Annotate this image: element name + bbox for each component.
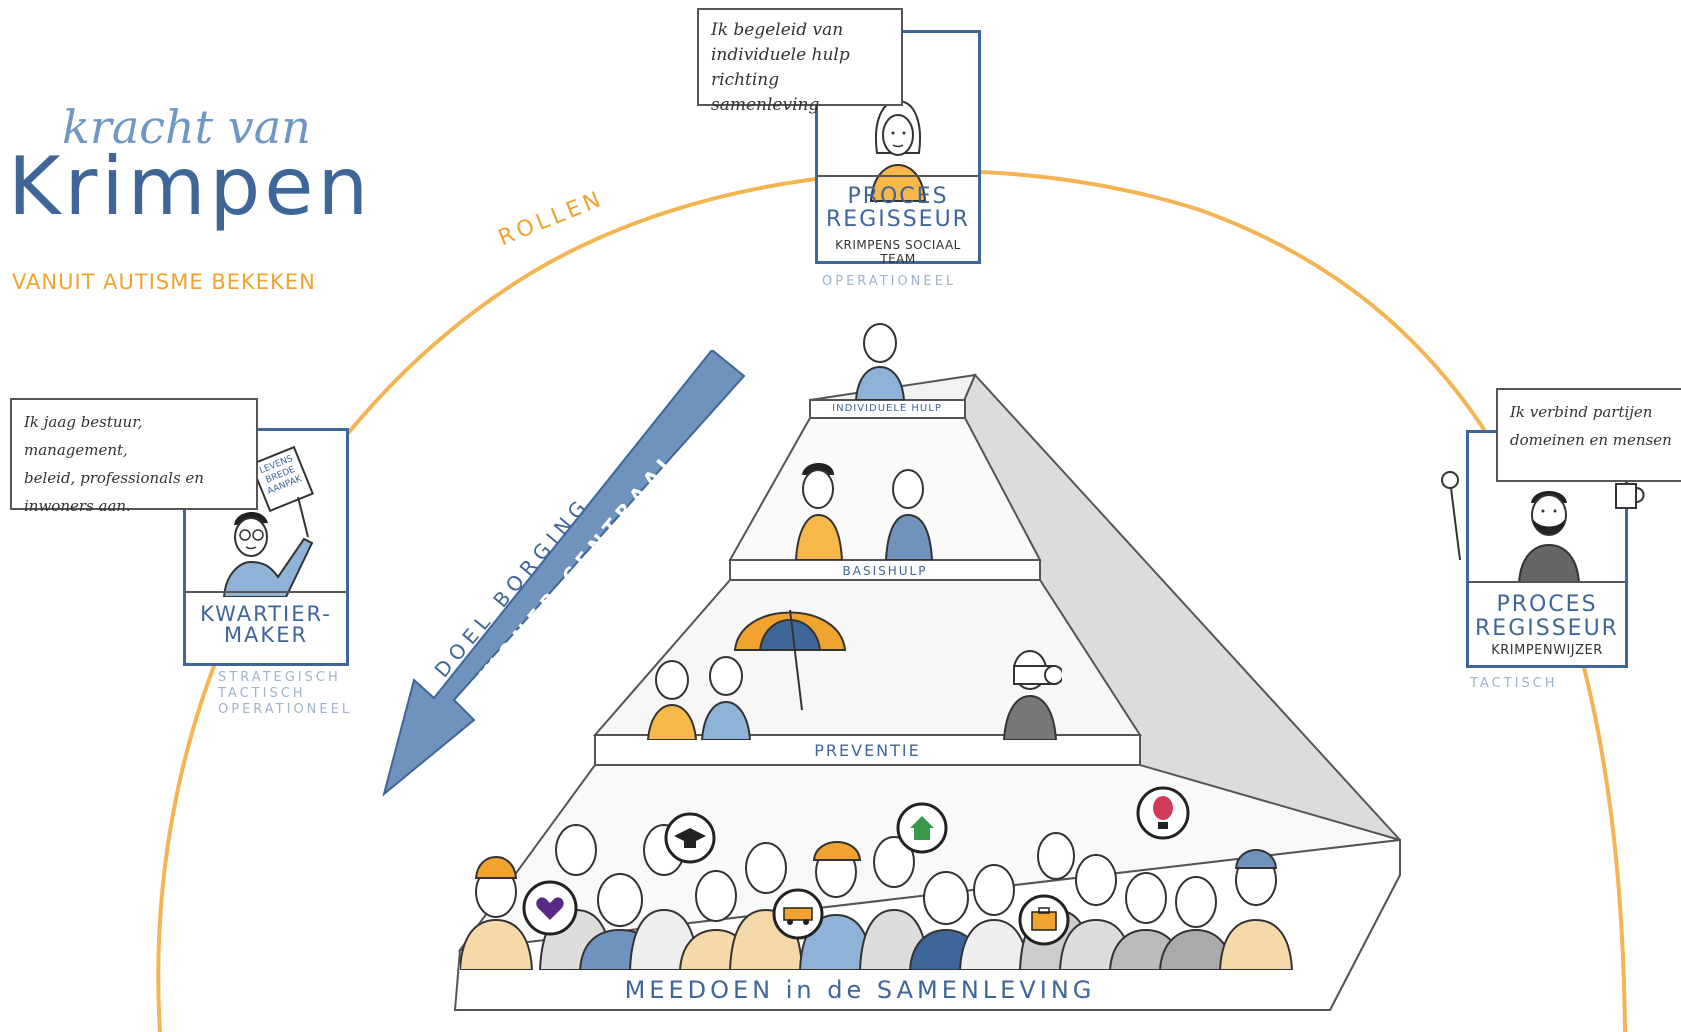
person-top-tier xyxy=(854,323,906,400)
role-top-level: OPERATIONEEL xyxy=(822,274,957,289)
role-right-org: KRIMPENWIJZER xyxy=(1491,643,1603,658)
quote-top-line-3: richting samenleving xyxy=(711,70,820,115)
title-subtitle: VANUIT AUTISME BEKEKEN xyxy=(12,270,316,294)
role-left-title-2: MAKER xyxy=(223,623,309,647)
role-left-level-1: STRATEGISCH xyxy=(218,670,341,685)
camper-van-icon xyxy=(772,888,824,940)
pyramid-label-second: BASISHULP xyxy=(842,564,928,578)
role-left-level-2: TACTISCH xyxy=(218,686,306,701)
role-right-level: TACTISCH xyxy=(1470,676,1558,691)
mug-icon xyxy=(1615,483,1645,509)
role-top-title-1: PROCES xyxy=(847,184,949,209)
graduation-cap-icon xyxy=(664,812,716,864)
arrow xyxy=(382,350,746,797)
title-line-1: kracht van xyxy=(62,100,311,154)
role-left-level-3: OPERATIONEEL xyxy=(218,702,353,717)
binoculars-icon xyxy=(1013,665,1062,685)
quote-top-line-2: individuele hulp xyxy=(711,45,850,65)
people-basishulp xyxy=(794,463,934,560)
role-left-title-1: KWARTIER- xyxy=(200,602,332,626)
people-preventie xyxy=(646,650,1058,740)
role-top-org: KRIMPENS SOCIAAL TEAM xyxy=(835,238,961,266)
person-woman-icon xyxy=(869,99,927,202)
pyramid-label-base: MEEDOEN in de SAMENLEVING xyxy=(624,976,1096,1004)
quote-right-line-1: Ik verbind partijen xyxy=(1510,403,1653,421)
pyramid-label-third: PREVENTIE xyxy=(814,741,921,760)
house-icon xyxy=(896,802,948,854)
suitcase-icon xyxy=(1018,894,1070,946)
quote-bubble-left: Ik jaag bestuur, management, beleid, pro… xyxy=(10,398,258,515)
role-left-level: STRATEGISCH TACTISCH OPERATIONEEL xyxy=(218,670,352,718)
umbrella-icon xyxy=(733,609,847,711)
person-man-glasses-icon xyxy=(222,497,314,597)
role-right-title-1: PROCES xyxy=(1496,592,1598,617)
quote-left-line-1: Ik jaag bestuur, management, xyxy=(24,413,143,459)
quote-left-line-2: beleid, professionals en xyxy=(24,469,204,487)
pyramid-label-top: INDIVIDUELE HULP xyxy=(832,403,942,414)
quote-left-line-3: inwoners aan. xyxy=(24,497,131,515)
role-right-title-2: REGISSEUR xyxy=(1475,616,1619,641)
hot-air-balloon-icon xyxy=(1136,786,1190,840)
title-line-2: Krimpen xyxy=(8,140,373,233)
person-man-beard-icon xyxy=(1517,491,1581,583)
quote-bubble-top: Ik begeleid van individuele hulp richtin… xyxy=(697,8,903,115)
waving-hand-icon xyxy=(1441,471,1461,560)
quote-bubble-right: Ik verbind partijen domeinen en mensen xyxy=(1496,388,1681,482)
quote-top-line-1: Ik begeleid van xyxy=(711,20,844,40)
role-top-title-2: REGISSEUR xyxy=(826,207,970,232)
heart-icon xyxy=(522,880,578,936)
crowd xyxy=(460,824,1294,970)
quote-right-line-2: domeinen en mensen xyxy=(1510,431,1672,449)
